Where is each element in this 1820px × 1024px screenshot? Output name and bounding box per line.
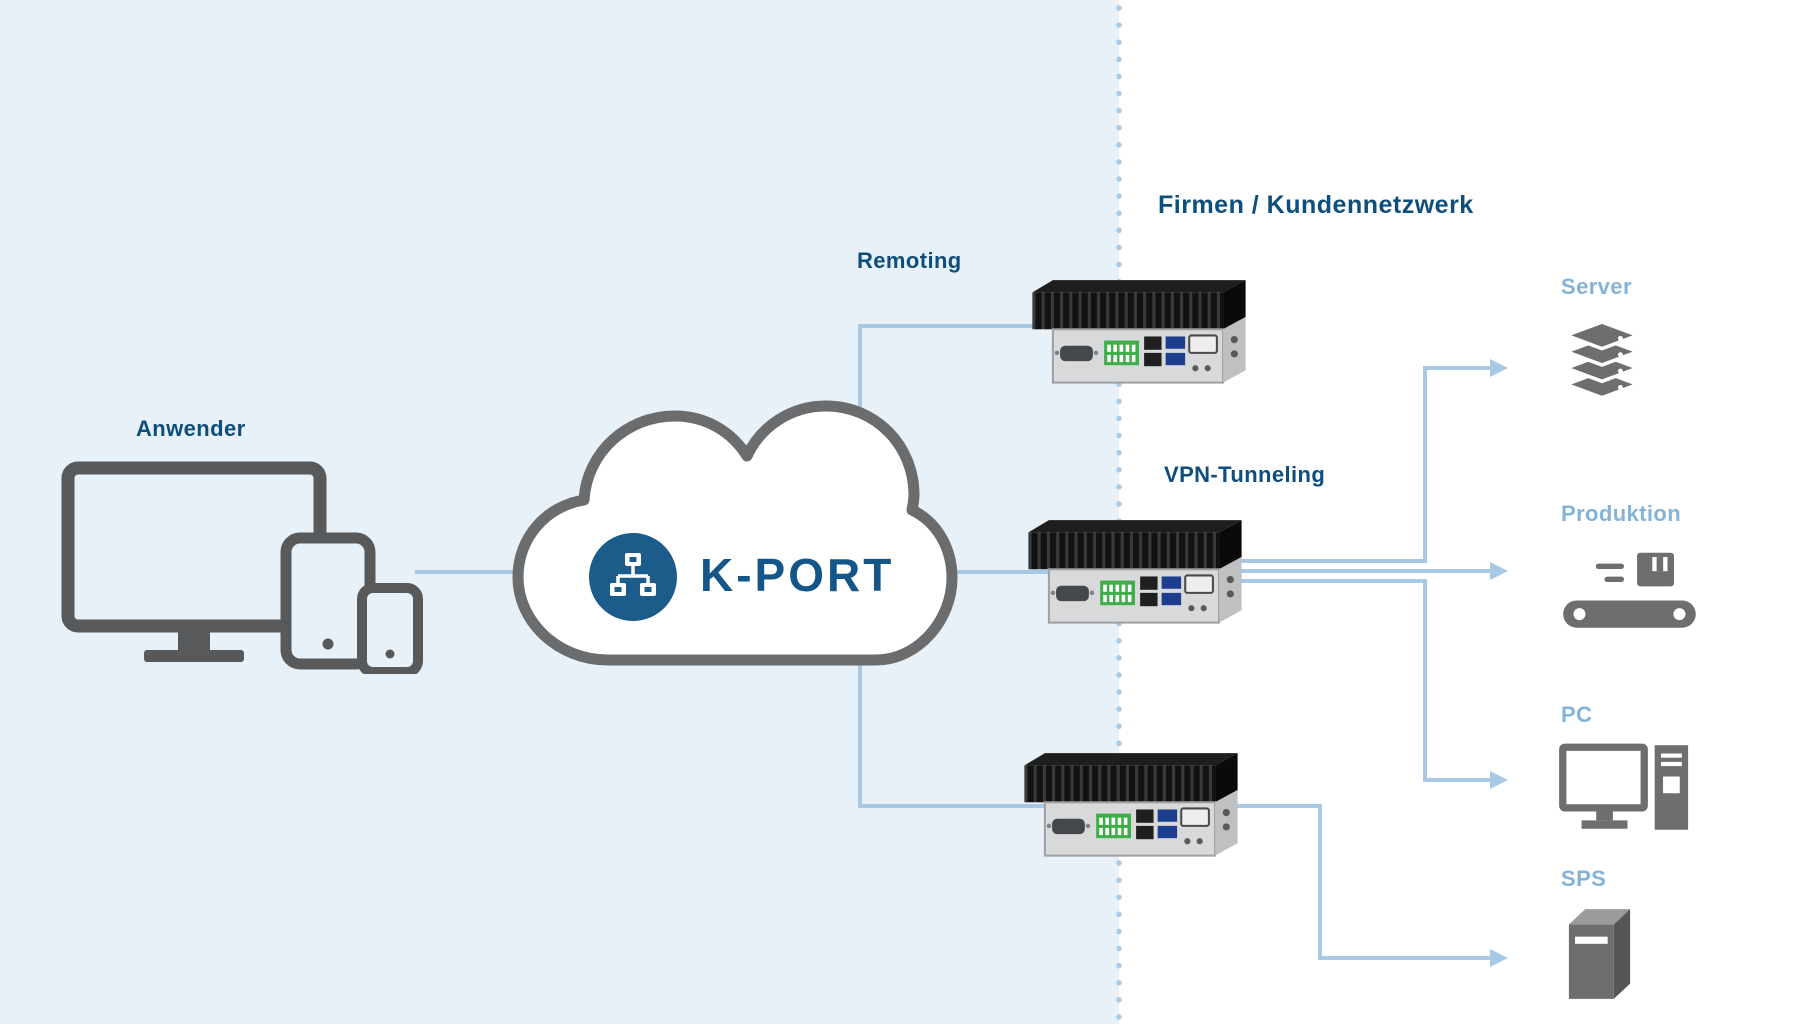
arrow-to-pc bbox=[1490, 771, 1508, 789]
smartphone-icon bbox=[357, 583, 423, 674]
cloud-shape bbox=[512, 400, 958, 666]
industrial-pc-vpn-icon bbox=[1022, 516, 1248, 639]
anwender-devices-group bbox=[61, 461, 423, 674]
line-gateway-to-server bbox=[1230, 366, 1490, 563]
produktion-label: Produktion bbox=[1561, 501, 1682, 526]
server-icon bbox=[1561, 320, 1643, 400]
remoting-label: Remoting bbox=[857, 248, 962, 273]
line-cloud-to-bottom-gateway bbox=[858, 620, 1060, 808]
arrowheads bbox=[1490, 359, 1508, 967]
industrial-pc-bottom-icon bbox=[1018, 749, 1244, 872]
arrow-to-sps bbox=[1490, 949, 1508, 967]
industrial-pc-remoting-icon bbox=[1026, 276, 1252, 399]
anwender-label: Anwender bbox=[136, 416, 246, 441]
desktop-pc-icon bbox=[1559, 743, 1689, 830]
line-gateway-to-sps bbox=[1230, 804, 1490, 960]
network-heading: Firmen / Kundennetzwerk bbox=[1158, 191, 1474, 219]
server-label: Server bbox=[1561, 274, 1632, 299]
vpn-tunneling-label: VPN-Tunneling bbox=[1164, 462, 1326, 487]
pc-label: PC bbox=[1561, 702, 1593, 727]
sps-controller-icon bbox=[1568, 909, 1631, 999]
kport-title: K-PORT bbox=[700, 549, 895, 601]
line-gateway-to-pc bbox=[1230, 579, 1490, 782]
kport-network-icon bbox=[589, 533, 677, 621]
production-conveyor-icon bbox=[1563, 552, 1696, 628]
arrow-to-produktion bbox=[1490, 562, 1508, 580]
arrow-to-server bbox=[1490, 359, 1508, 377]
sps-label: SPS bbox=[1561, 866, 1607, 891]
